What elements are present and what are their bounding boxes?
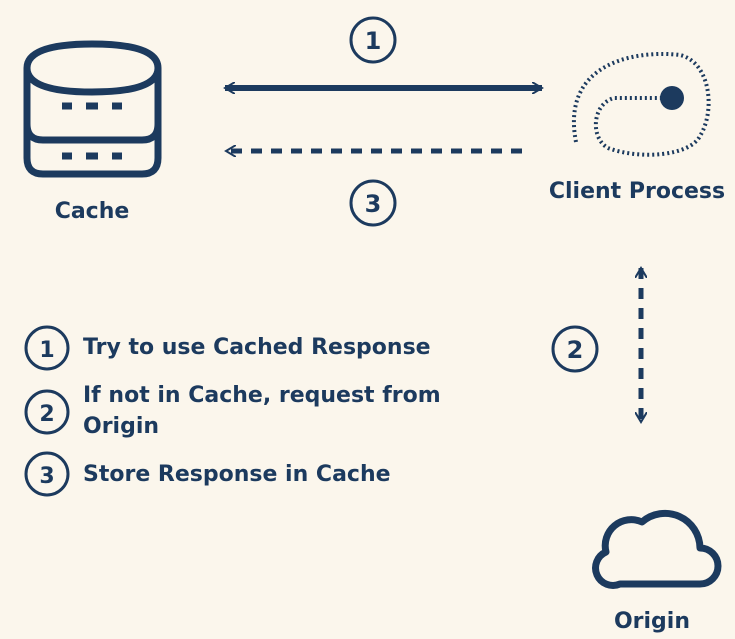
legend-item: 1 Try to use Cached Response xyxy=(24,325,431,371)
svg-text:1: 1 xyxy=(365,27,382,55)
process-icon xyxy=(572,51,711,157)
svg-text:3: 3 xyxy=(39,464,54,489)
cache-label: Cache xyxy=(55,199,130,224)
client-process-label: Client Process xyxy=(549,179,725,204)
svg-text:3: 3 xyxy=(365,190,382,218)
legend-text: Origin xyxy=(83,414,159,439)
step-badge-right: 2 xyxy=(551,325,599,373)
cloud-icon xyxy=(592,509,722,589)
svg-text:2: 2 xyxy=(567,336,584,364)
step-badge-top: 1 xyxy=(349,16,397,64)
legend-item: 3 Store Response in Cache xyxy=(24,451,391,497)
legend-text: Try to use Cached Response xyxy=(83,335,431,360)
svg-text:1: 1 xyxy=(39,338,54,363)
legend-text: Store Response in Cache xyxy=(83,462,391,487)
legend: 1 Try to use Cached Response 2 If not in… xyxy=(24,325,441,497)
legend-text: If not in Cache, request from xyxy=(83,383,441,408)
step-badge-bottom: 3 xyxy=(349,179,397,227)
database-icon xyxy=(23,40,162,178)
legend-item: 2 If not in Cache, request from Origin xyxy=(24,383,441,439)
origin-label: Origin xyxy=(614,609,690,634)
svg-text:2: 2 xyxy=(39,402,54,427)
